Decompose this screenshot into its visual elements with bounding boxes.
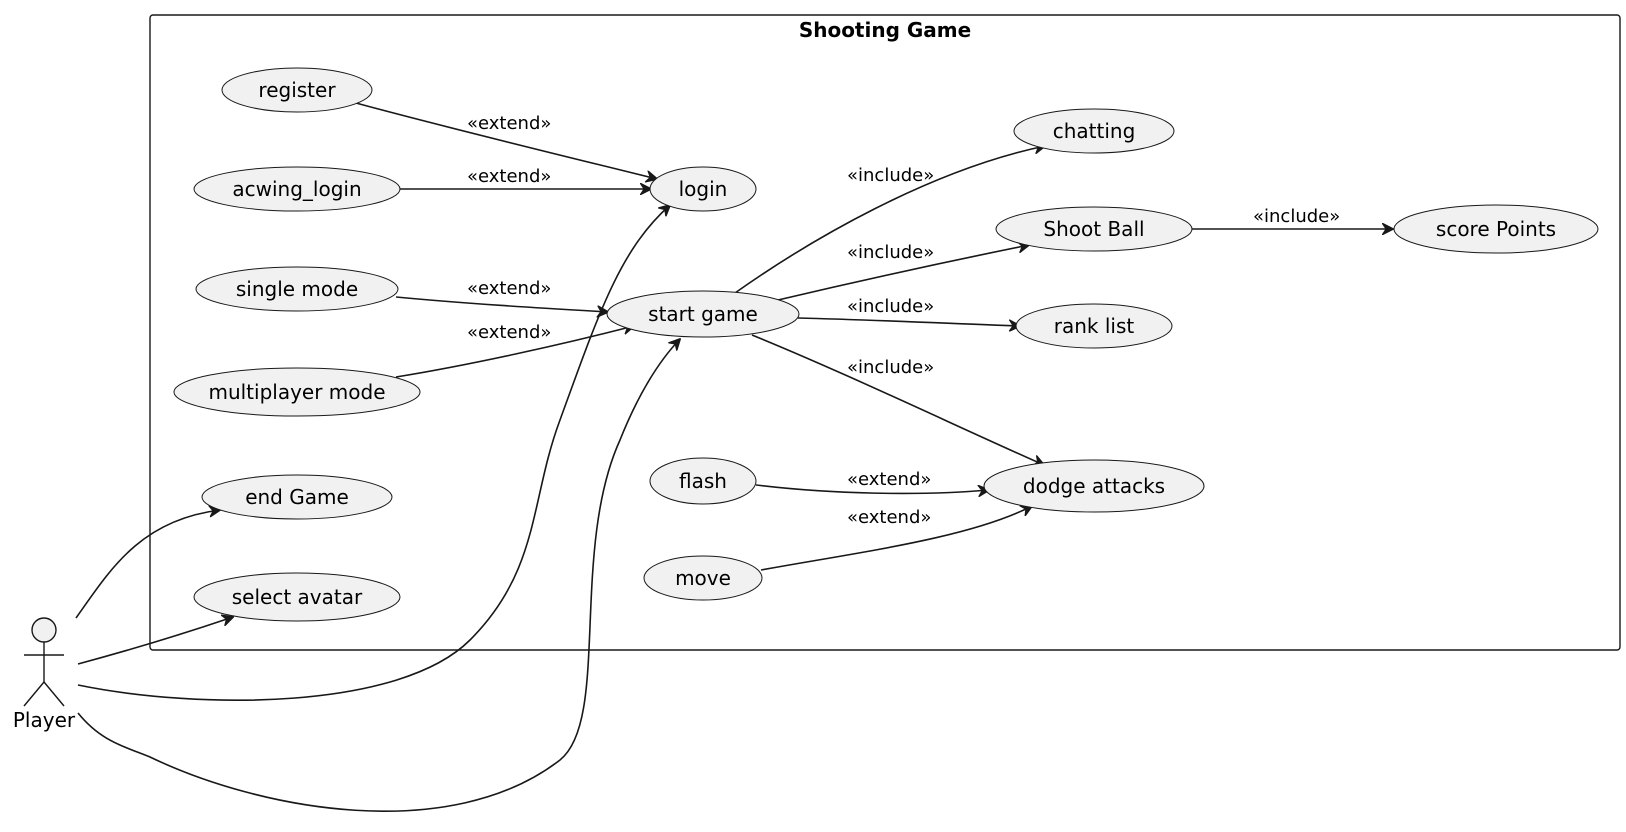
relation-label: «include» [847,165,934,186]
relation-label: «extend» [847,507,931,528]
relation-start-dodge [751,334,1044,465]
use-case-label: Shoot Ball [1043,217,1144,241]
association-player-end-game [75,510,220,619]
relation-start-shoot [777,245,1029,301]
use-case-label: score Points [1436,217,1556,241]
use-case-login[interactable]: login [649,166,757,212]
use-case-label: move [675,566,731,590]
use-case-end-game[interactable]: end Game [201,474,393,520]
use-case-label: end Game [245,485,349,509]
system-boundary: Shooting Game [149,14,1621,651]
use-case-label: single mode [236,277,358,301]
use-case-multiplayer-mode[interactable]: multiplayer mode [173,367,421,417]
use-case-select-avatar[interactable]: select avatar [193,572,401,622]
use-case-shoot-ball[interactable]: Shoot Ball [995,206,1193,252]
use-case-label: dodge attacks [1023,474,1165,498]
actor-stick-figure-icon [23,617,65,707]
use-case-acwing-login[interactable]: acwing_login [193,166,401,212]
relation-register-login [355,102,657,179]
association-player-select-avatar [77,617,233,665]
relation-start-chatting [734,146,1045,294]
relation-label: «extend» [467,113,551,134]
relations [75,102,1393,812]
use-case-label: start game [648,302,758,326]
use-case-flash[interactable]: flash [649,457,757,505]
use-case-dodge-attacks[interactable]: dodge attacks [983,459,1205,513]
use-case-label: select avatar [232,585,363,609]
relation-label: «include» [847,242,934,263]
use-case-label: login [679,177,728,201]
use-case-chatting[interactable]: chatting [1013,108,1175,154]
actor-label: Player [13,708,76,732]
relation-multi-start [395,326,634,378]
use-cases: register acwing_login login single mode … [173,67,1599,622]
association-player-login [77,205,670,701]
relation-label: «extend» [847,469,931,490]
relation-start-rank [797,317,1020,326]
actor-player[interactable]: Player [13,617,76,732]
relation-label: «extend» [467,322,551,343]
relation-label: «include» [847,357,934,378]
use-case-label: chatting [1053,119,1136,143]
use-case-label: multiplayer mode [208,380,385,404]
use-case-label: register [258,78,336,102]
relation-label: «include» [1253,206,1340,227]
relation-label: «include» [847,296,934,317]
use-case-rank-list[interactable]: rank list [1015,303,1173,349]
relation-move-dodge [760,506,1032,571]
use-case-register[interactable]: register [221,67,373,113]
use-case-single-mode[interactable]: single mode [195,266,399,312]
relation-single-start [395,296,608,312]
use-case-score-points[interactable]: score Points [1393,204,1599,254]
association-player-start-game [77,339,680,812]
system-title: Shooting Game [799,18,971,42]
relation-flash-dodge [755,485,989,493]
relation-label: «extend» [467,166,551,187]
relation-label: «extend» [467,278,551,299]
use-case-label: rank list [1054,314,1135,338]
use-case-label: flash [679,469,727,493]
relation-labels: «extend» «extend» «extend» «extend» «inc… [467,113,1340,528]
use-case-move[interactable]: move [643,555,763,601]
use-case-start-game[interactable]: start game [606,290,800,338]
use-case-label: acwing_login [232,177,361,201]
